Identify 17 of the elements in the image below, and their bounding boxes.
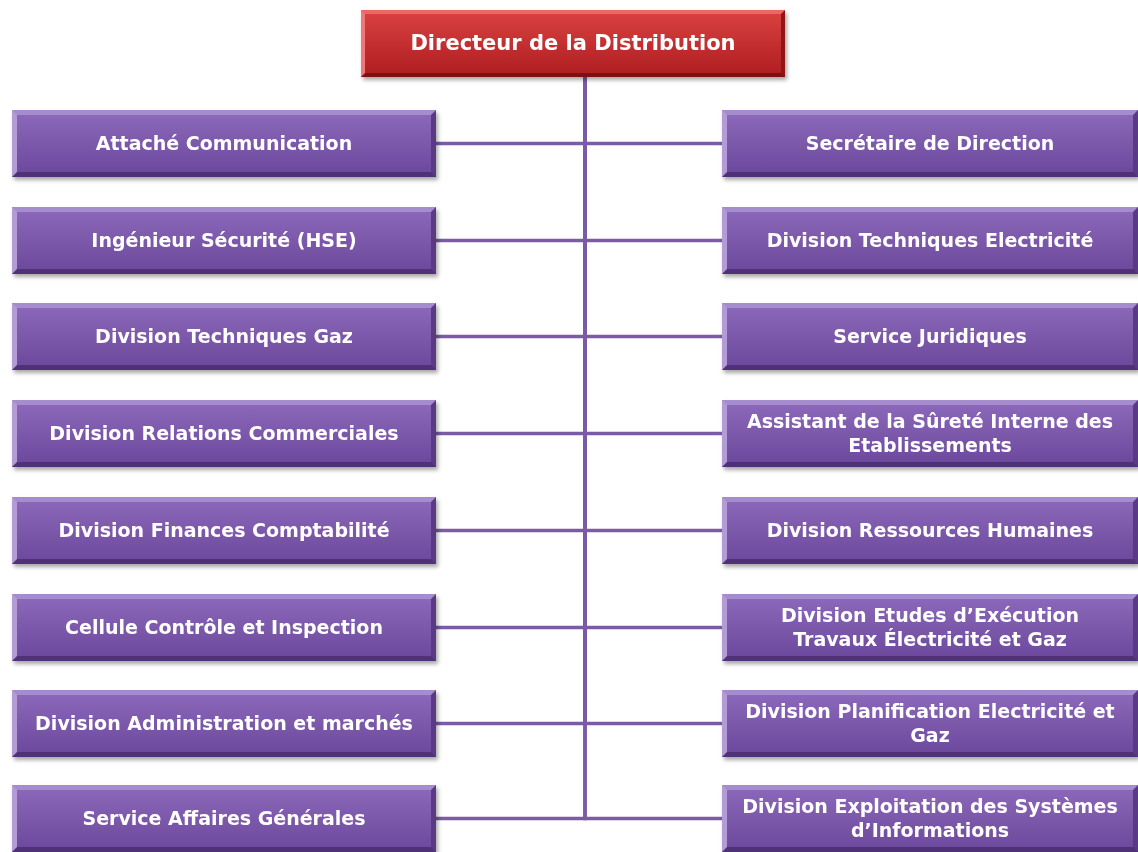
department-box: Assistant de la Sûreté Interne des Etablissements [722,400,1138,467]
department-box: Division Ressources Humaines [722,497,1138,564]
department-box: Division Planification Electricité et Gaz [722,690,1138,757]
department-box: Secrétaire de Direction [722,110,1138,177]
department-box: Division Exploitation des Systèmes d’Informations [722,785,1138,852]
department-box: Division Etudes d’Exécution Travaux Électricité et Gaz [722,594,1138,661]
director-box: Directeur de la Distribution [361,10,785,77]
department-box: Service Affaires Générales [12,785,436,852]
department-box: Division Administration et marchés [12,690,436,757]
department-box: Cellule Contrôle et Inspection [12,594,436,661]
department-box: Division Techniques Electricité [722,207,1138,274]
department-box: Division Relations Commerciales [12,400,436,467]
department-box: Division Finances Comptabilité [12,497,436,564]
department-box: Service Juridiques [722,303,1138,370]
department-box: Attaché Communication [12,110,436,177]
department-box: Division Techniques Gaz [12,303,436,370]
department-box: Ingénieur Sécurité (HSE) [12,207,436,274]
